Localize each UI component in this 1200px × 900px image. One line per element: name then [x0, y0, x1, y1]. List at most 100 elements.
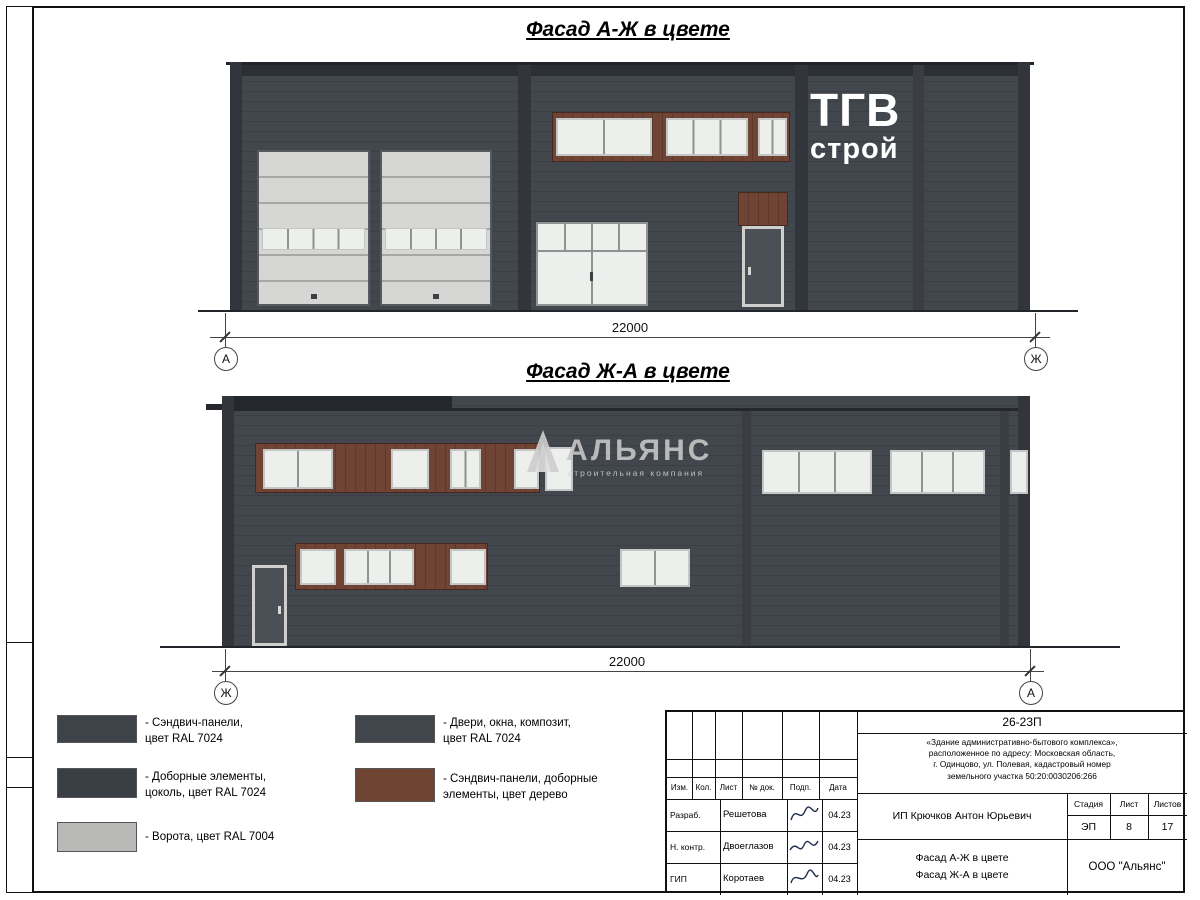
- legend-label: - Сэндвич-панели, доборные элементы, цве…: [443, 773, 598, 801]
- back-door: [252, 565, 287, 646]
- legend-swatch: [355, 715, 435, 743]
- legend-label: - Ворота, цвет RAL 7004: [145, 831, 275, 843]
- legend-label: - Двери, окна, композит, цвет RAL 7024: [443, 717, 571, 745]
- extension-line: [225, 649, 226, 681]
- dimension-line: [212, 671, 1044, 672]
- facade2-drawing: [206, 396, 1030, 646]
- gate-handle-icon: [311, 294, 317, 299]
- stamp-line: [692, 712, 693, 799]
- company-watermark: АЛЬЯНС строительная компания: [525, 426, 745, 481]
- facade1-top-band: [230, 65, 1030, 76]
- margin-divider: [6, 757, 33, 758]
- legend-label: - Сэндвич-панели, цвет RAL 7024: [145, 717, 243, 745]
- wood-door-header: [738, 192, 788, 226]
- window: [344, 549, 414, 585]
- stamp-line: [857, 793, 1187, 794]
- window: [450, 549, 486, 585]
- extension-line: [1035, 313, 1036, 347]
- gate-window-row: [262, 228, 365, 250]
- sheet-frame: [32, 6, 1185, 893]
- signature: [790, 806, 819, 821]
- stamp-col-izm: Изм.: [670, 783, 689, 792]
- stage-value: ЭП: [1080, 821, 1097, 833]
- dimension-value: 22000: [611, 320, 649, 335]
- window: [450, 449, 481, 489]
- ground-line: [160, 646, 1120, 648]
- legend-swatch: [57, 715, 137, 743]
- facade1-roof-edge: [226, 62, 1034, 65]
- left-margin-strip: [6, 6, 33, 893]
- stamp-col-list: Лист: [719, 783, 738, 792]
- legend-swatch: [355, 768, 435, 802]
- stamp-line: [1067, 815, 1187, 816]
- stamp-line: [667, 777, 857, 778]
- facade2-seam: [742, 411, 751, 646]
- dimension-value: 22000: [608, 654, 646, 669]
- window-transom: [538, 224, 646, 252]
- axis-marker-zh: Ж: [214, 681, 238, 705]
- stamp-line: [819, 712, 820, 799]
- window: [762, 450, 872, 494]
- stamp-name: Решетова: [723, 809, 767, 820]
- facade2-title: Фасад Ж-А в цвете: [526, 360, 730, 383]
- axis-marker-a: А: [1019, 681, 1043, 705]
- stamp-line: [720, 799, 721, 895]
- stamp-line: [667, 799, 857, 800]
- stamp-line: [742, 712, 743, 799]
- stamp-name: Коротаев: [723, 873, 765, 884]
- window: [263, 449, 333, 489]
- signature: [790, 869, 819, 884]
- window: [620, 549, 690, 587]
- project-code: 26-23П: [1002, 715, 1042, 729]
- window: [391, 449, 429, 489]
- sign-line2: строй: [810, 133, 899, 166]
- stamp-line: [667, 759, 857, 760]
- stamp-line: [787, 799, 788, 895]
- door-handle-icon: [278, 606, 281, 614]
- facade2-seam: [1000, 411, 1009, 646]
- stamp-line: [1148, 793, 1149, 839]
- stamp-line: [857, 733, 1187, 734]
- axis-marker-zh: Ж: [1024, 347, 1048, 371]
- ground-line: [198, 310, 1078, 312]
- legend-label: - Доборные элементы, цоколь, цвет RAL 70…: [145, 771, 267, 799]
- stamp-line: [667, 831, 857, 832]
- facade1-drawing: ТГВ строй: [226, 62, 1034, 310]
- total-value: 17: [1161, 821, 1174, 833]
- sheet-value: 8: [1126, 821, 1132, 833]
- stamp-line: [667, 863, 857, 864]
- facade2-parapet-ext: [206, 404, 223, 410]
- facade1-seam: [795, 65, 808, 310]
- watermark-title: АЛЬЯНС: [566, 434, 713, 467]
- axis-marker-a: А: [214, 347, 238, 371]
- signature: [789, 840, 819, 851]
- stamp-line: [1067, 793, 1068, 895]
- facade1-seam: [518, 65, 531, 310]
- extension-line: [1030, 649, 1031, 681]
- stage-label: Стадия: [1074, 799, 1103, 809]
- stamp-line: [822, 799, 823, 895]
- building-sign: ТГВ строй: [810, 86, 970, 165]
- title-block: Изм. Кол. Лист № док. Подп. Дата Разраб.…: [665, 710, 1187, 895]
- facade2-corner-right: [1018, 396, 1030, 646]
- entrance-door: [742, 226, 784, 307]
- stamp-role: ГИП: [670, 874, 687, 884]
- sectional-gate-2: [380, 150, 492, 306]
- extension-line: [225, 313, 226, 347]
- stamp-date: 04.23: [828, 810, 851, 820]
- stamp-col-dok: № док.: [749, 783, 775, 792]
- window: [300, 549, 336, 585]
- stamp-line: [782, 712, 783, 799]
- sheet-label: Лист: [1119, 799, 1139, 809]
- facade1-title: Фасад А-Ж в цвете: [526, 18, 730, 41]
- stamp-line: [715, 712, 716, 799]
- facade1-corner-right: [1018, 62, 1030, 310]
- stamp-role: Н. контр.: [670, 842, 706, 852]
- object-info: «Здание административно-бытового комплек…: [926, 737, 1118, 781]
- window: [758, 118, 787, 156]
- legend-swatch: [57, 768, 137, 798]
- window: [666, 118, 748, 156]
- sheet-title: Фасад А-Ж в цвете Фасад Ж-А в цвете: [915, 852, 1009, 881]
- client-name: ИП Крючков Антон Юрьевич: [892, 810, 1032, 822]
